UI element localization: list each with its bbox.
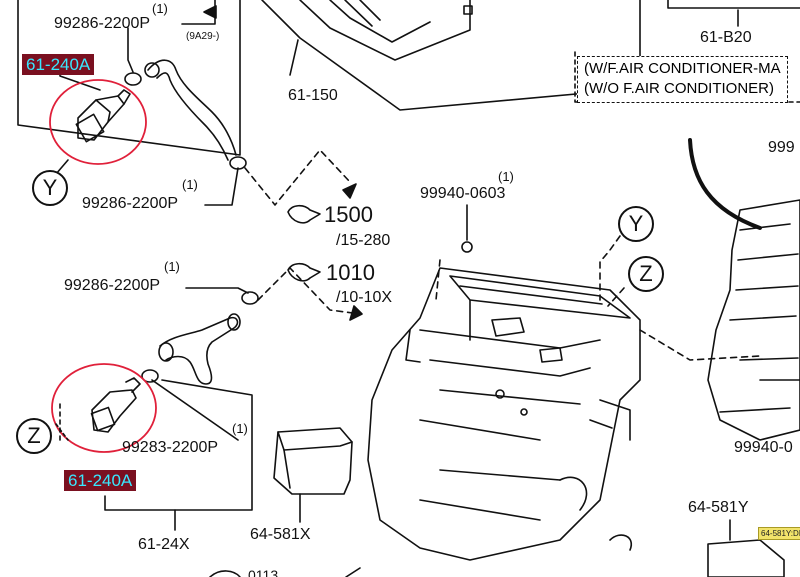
- part-label-61-b20: 61-B20: [700, 29, 752, 46]
- callout-circle-bottom: [51, 363, 157, 453]
- bottom-partial-label: 0113: [248, 567, 279, 577]
- torque-value-1010: 1010: [326, 260, 375, 285]
- part-label-99286-a: 99286-2200P: [54, 15, 151, 32]
- part-label-99286-c: 99286-2200P: [64, 277, 161, 294]
- marker-z-left: Z: [16, 418, 52, 454]
- part-label-99283: 99283-2200P: [122, 439, 219, 456]
- marker-z-center: Z: [628, 256, 664, 292]
- callout-circle-top: [49, 79, 147, 165]
- qty-label-99940: (1): [498, 169, 514, 184]
- clamp-top: [124, 72, 142, 86]
- part-label-61-24x: 61-24X: [138, 536, 190, 553]
- part-label-61-150: 61-150: [288, 87, 338, 104]
- part-label-99940-right: 99940-0: [734, 439, 793, 456]
- part-highlight-61-240a-bottom[interactable]: 61-240A: [64, 470, 137, 491]
- qty-label-d: (1): [232, 421, 248, 436]
- qty-label-a: (1): [152, 1, 168, 16]
- heater-unit-body: [367, 267, 641, 561]
- torque-range-1010: /10-10X: [336, 289, 393, 306]
- torque-range-1500: /15-280: [336, 232, 391, 249]
- part-highlight-61-240a-top[interactable]: 61-240A: [22, 54, 95, 75]
- inset-frame-top: [17, 0, 241, 156]
- part-label-999-topright: 999: [768, 139, 795, 156]
- qty-label-b: (1): [182, 177, 198, 192]
- marker-y-left: Y: [32, 170, 68, 206]
- torque-value-1500: 1500: [324, 202, 373, 227]
- part-label-64-581y: 64-581Y: [688, 499, 749, 516]
- fitment-note-line-1: (W/F.AIR CONDITIONER-MA: [584, 60, 781, 77]
- part-label-64-581x: 64-581X: [250, 526, 311, 543]
- part-label-99286-b: 99286-2200P: [82, 195, 179, 212]
- yellow-tag-64-581y[interactable]: 64-581Y:DI: [758, 527, 800, 540]
- qty-label-c: (1): [164, 259, 180, 274]
- fitment-note: (W/F.AIR CONDITIONER-MA (W/O F.AIR CONDI…: [577, 56, 788, 103]
- marker-y-center: Y: [618, 206, 654, 242]
- ref-label-9a29: (9A29-): [186, 31, 220, 42]
- fitment-note-line-2: (W/O F.AIR CONDITIONER): [584, 80, 774, 98]
- part-label-99940-0603: 99940-0603: [420, 185, 506, 202]
